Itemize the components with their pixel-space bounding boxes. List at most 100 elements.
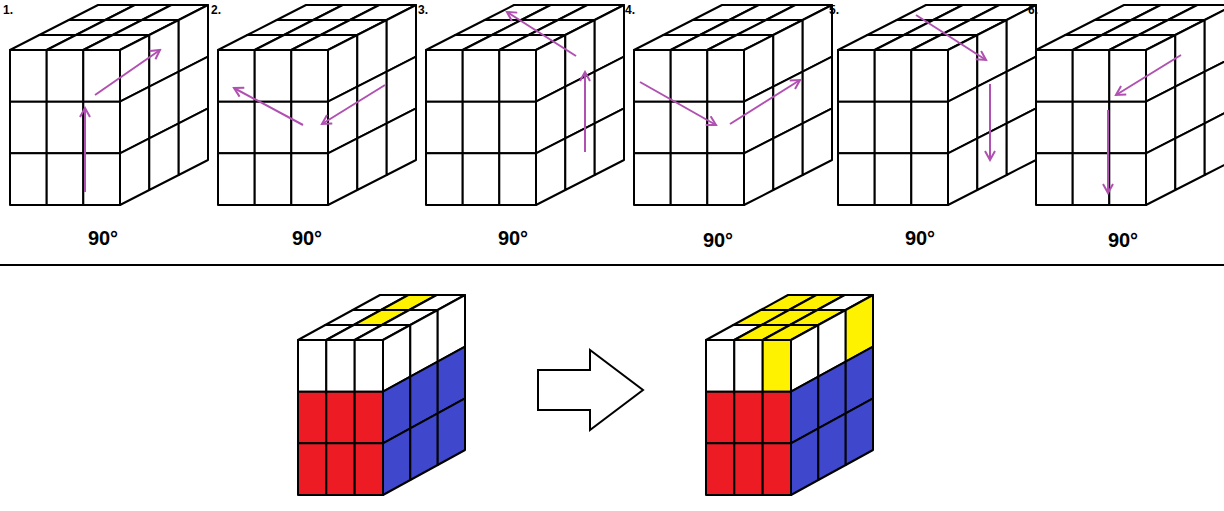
cube-sticker	[838, 102, 875, 154]
cube-sticker	[355, 392, 383, 444]
cube-sticker	[634, 153, 671, 205]
cube-sticker	[10, 102, 47, 154]
cube-sticker	[1007, 108, 1036, 175]
cube-sticker	[463, 153, 500, 205]
cube-sticker	[291, 102, 328, 154]
cube-sticker	[1073, 50, 1110, 102]
cube-sticker	[1036, 50, 1073, 102]
step-number: 1.	[3, 4, 13, 16]
cube-sticker	[47, 102, 84, 154]
cube-sticker	[671, 153, 708, 205]
rotation-arrow	[584, 72, 586, 152]
cube-sticker	[298, 340, 326, 392]
angle-label: 90°	[703, 230, 733, 250]
rotation-arrow	[989, 84, 991, 160]
cube-sticker	[911, 153, 948, 205]
cube-sticker	[218, 102, 255, 154]
cube-sticker	[298, 443, 326, 495]
cube-sticker	[326, 392, 354, 444]
cube-sticker	[1146, 138, 1175, 205]
angle-label: 90°	[905, 228, 935, 248]
cube-sticker	[706, 443, 734, 495]
cube-sticker	[911, 102, 948, 154]
cube-sticker	[1205, 108, 1224, 175]
cube-sticker	[355, 340, 383, 392]
cube-sticker	[734, 340, 762, 392]
rotation-arrow	[730, 80, 800, 124]
cube-sticker	[83, 50, 120, 102]
cube-sticker	[536, 138, 565, 205]
cube-sticker	[875, 50, 912, 102]
rotation-arrow	[95, 50, 160, 95]
cube-sticker	[357, 123, 386, 190]
cube-sticker	[671, 50, 708, 102]
cube-sticker	[565, 123, 594, 190]
cube-sticker	[634, 102, 671, 154]
rotation-arrow	[640, 82, 716, 125]
hollow-arrow	[538, 350, 643, 430]
cube-sticker	[911, 50, 948, 102]
cube-sticker	[977, 123, 1006, 190]
cube-sticker	[383, 428, 410, 495]
step-number: 5.	[829, 4, 839, 16]
cube-sticker	[218, 50, 255, 102]
cube-sticker	[948, 138, 977, 205]
cube-sticker	[763, 340, 791, 392]
cube-sticker	[1175, 123, 1204, 190]
cube-sticker	[1205, 5, 1224, 72]
cube-sticker	[328, 138, 357, 205]
cube-sticker	[875, 102, 912, 154]
cube-sticker	[791, 428, 818, 495]
cube-sticker	[1109, 102, 1146, 154]
step-number: 2.	[211, 4, 221, 16]
cube-sticker	[10, 153, 47, 205]
cube-sticker	[426, 102, 463, 154]
cube-sticker	[410, 413, 437, 480]
cube-sticker	[763, 443, 791, 495]
rotation-arrow	[1107, 110, 1109, 193]
step-number: 4.	[625, 4, 635, 16]
cube-sticker	[838, 153, 875, 205]
step-number: 3.	[418, 4, 428, 16]
angle-label: 90°	[88, 228, 118, 248]
cube-sticker	[83, 102, 120, 154]
cube-sticker	[426, 50, 463, 102]
cube-sticker	[463, 102, 500, 154]
cube-sticker	[298, 392, 326, 444]
cube-sticker	[387, 108, 416, 175]
cube-sticker	[706, 392, 734, 444]
cube-sticker	[734, 392, 762, 444]
cube-group	[10, 5, 1224, 495]
cube-sticker	[1205, 57, 1224, 124]
cube-sticker	[744, 138, 773, 205]
angle-label: 90°	[1108, 230, 1138, 250]
cube-sticker	[47, 153, 84, 205]
step-number: 6.	[1028, 4, 1038, 16]
cube-sticker	[83, 153, 120, 205]
rotation-arrow	[322, 85, 385, 124]
cube-sticker	[1109, 50, 1146, 102]
cube-sticker	[846, 398, 873, 465]
cube-sticker	[595, 108, 624, 175]
cube-sticker	[463, 50, 500, 102]
divider-line	[0, 264, 1224, 266]
cube-sticker	[706, 340, 734, 392]
cube-sticker	[707, 50, 744, 102]
rotation-arrow	[507, 12, 576, 56]
cube-sticker	[803, 108, 832, 175]
cube-sticker	[1073, 102, 1110, 154]
cube-sticker	[634, 50, 671, 102]
cube-sticker	[47, 50, 84, 102]
rotation-arrow	[234, 88, 303, 125]
cube-sticker	[838, 50, 875, 102]
cube-sticker	[326, 340, 354, 392]
cube-sticker	[1036, 102, 1073, 154]
cube-sticker	[707, 153, 744, 205]
rotation-arrows	[85, 12, 1181, 193]
cube-sticker	[499, 50, 536, 102]
cube-sticker	[818, 413, 845, 480]
cube-sticker	[255, 153, 292, 205]
cube-sticker	[326, 443, 354, 495]
cube-sticker	[291, 153, 328, 205]
